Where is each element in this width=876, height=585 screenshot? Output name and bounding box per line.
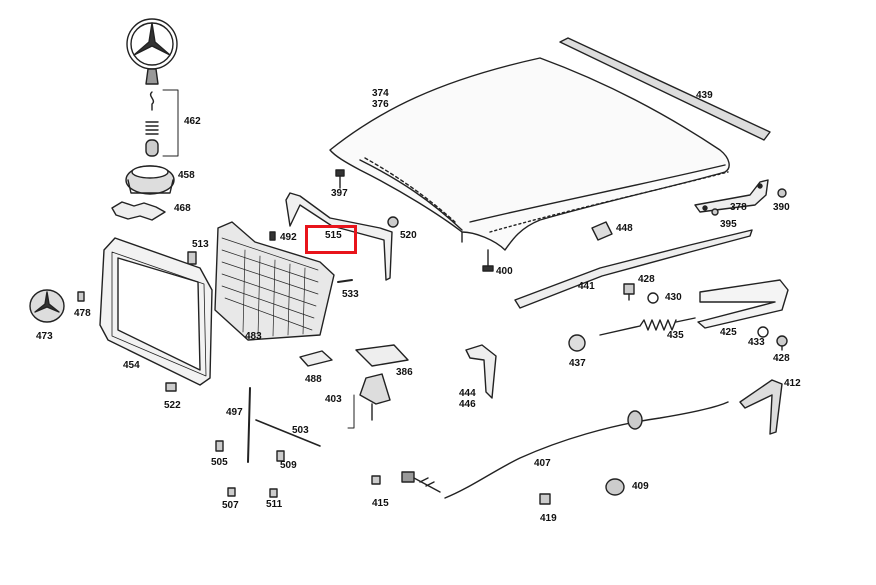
label-492: 492 [280,232,297,243]
bracket-428a-part [623,283,635,301]
hood-part [329,57,730,251]
emblem-gasket-part [111,201,166,221]
label-437: 437 [569,358,586,369]
label-419: 419 [540,513,557,524]
screw-533-part [337,279,353,283]
bolt-397-part [335,169,345,189]
label-522: 522 [164,400,181,411]
grille-surround-part [99,237,213,386]
clip-505-part [215,440,224,452]
label-454: 454 [123,360,140,371]
label-407: 407 [534,458,551,469]
rod-497-part [247,387,251,463]
release-lever-part [739,379,783,435]
label-515: 515 [325,230,342,241]
label-507: 507 [222,500,239,511]
rod-503-part [255,419,321,447]
hood-latch-part [347,344,409,429]
label-376: 376 [372,99,389,110]
label-425: 425 [720,327,737,338]
clip-507-part [227,487,236,497]
label-441: 441 [578,281,595,292]
label-409: 409 [632,481,649,492]
clip-488-part [299,350,333,367]
label-390: 390 [773,202,790,213]
knob-428b-part [776,335,788,351]
emblem-base-part [125,165,175,195]
clip-492-part [269,231,276,241]
cable-end-415-part [371,471,441,493]
support-arm-425-part [697,279,789,329]
highlight-box [305,225,357,254]
label-520: 520 [400,230,417,241]
label-374: 374 [372,88,389,99]
grille-frame-part [285,192,393,281]
label-403: 403 [325,394,342,405]
spring-435-part [599,317,696,336]
clip-513-part [187,251,197,265]
grommet-520-part [387,216,399,228]
label-513: 513 [192,239,209,250]
label-433: 433 [748,337,765,348]
seal-strip-441-part [514,229,753,309]
label-428-bottom: 428 [773,353,790,364]
label-386: 386 [396,367,413,378]
label-505: 505 [211,457,228,468]
label-503: 503 [292,425,309,436]
label-439: 439 [696,90,713,101]
label-511: 511 [266,499,283,510]
label-462: 462 [184,116,201,127]
label-400: 400 [496,266,513,277]
clip-390-part [777,188,787,198]
grille-insert-part [214,221,335,341]
label-412: 412 [784,378,801,389]
label-533: 533 [342,289,359,300]
label-448: 448 [616,223,633,234]
label-374-376: 374 376 [372,88,389,110]
label-483: 483 [245,331,262,342]
label-378: 378 [730,202,747,213]
cable-grommet-part [627,410,643,430]
label-415: 415 [372,498,389,509]
washer-433-part [757,326,769,338]
label-397: 397 [331,188,348,199]
label-395: 395 [720,219,737,230]
label-509: 509 [280,460,297,471]
label-435: 435 [667,330,684,341]
bushing-437-part [568,334,586,352]
clip-509-part [276,450,285,462]
clip-419-part [539,493,551,505]
clip-511-part [269,488,278,498]
star-emblem-part [126,18,178,85]
release-cable-part [444,401,729,499]
label-428-top: 428 [638,274,655,285]
label-444-446: 444 446 [459,388,476,410]
pad-448-part [591,221,613,241]
emblem-spring-part [145,89,179,157]
hood-hinge-part [694,179,769,213]
label-446: 446 [459,399,476,410]
safety-hook-part [465,344,497,399]
label-497: 497 [226,407,243,418]
label-468: 468 [174,203,191,214]
washer-430-part [647,292,659,304]
clip-395-part [711,208,719,216]
badge-473-part [29,289,65,323]
label-444: 444 [459,388,476,399]
label-473: 473 [36,331,53,342]
nut-409-part [605,478,625,496]
hood-weatherstrip-part [559,37,771,141]
clip-522-part [165,382,177,392]
clip-478-part [77,291,85,302]
bolt-400-part [482,249,494,272]
label-458: 458 [178,170,195,181]
label-488: 488 [305,374,322,385]
label-478: 478 [74,308,91,319]
label-430: 430 [665,292,682,303]
